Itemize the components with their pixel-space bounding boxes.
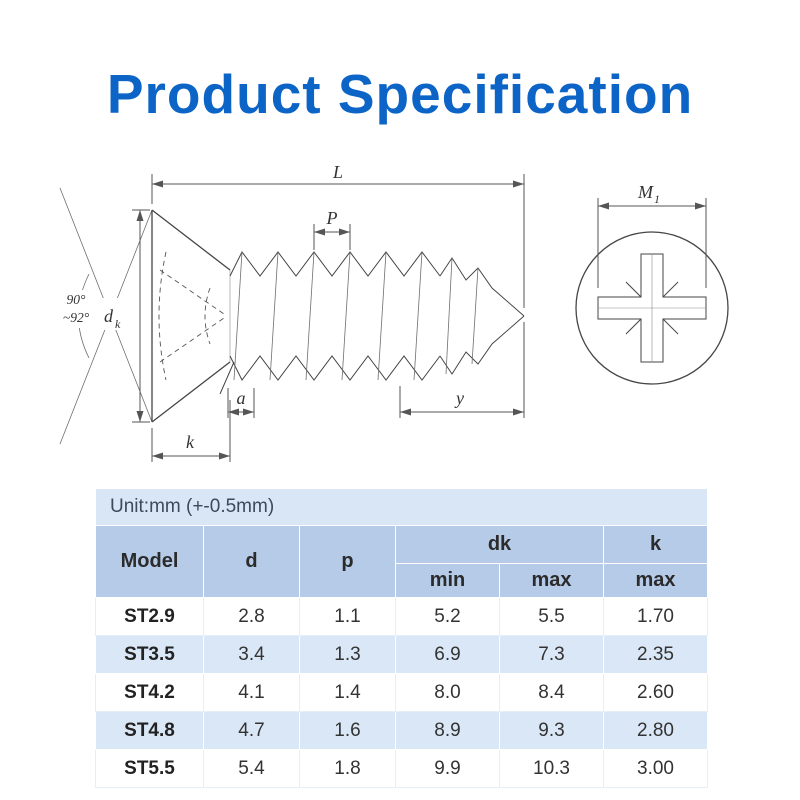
- cell-dk-max: 8.4: [499, 673, 604, 712]
- column-header-dk: dk: [395, 525, 604, 564]
- header-row-1: Model d p dk k: [95, 525, 708, 598]
- cell-d: 4.7: [203, 711, 300, 750]
- cell-dk-min: 5.2: [395, 597, 500, 636]
- column-header-model: Model: [95, 525, 204, 598]
- cell-d: 4.1: [203, 673, 300, 712]
- column-header-dk-min: min: [395, 563, 500, 598]
- screw-side-view: L P d k 90° ~92°: [56, 162, 525, 462]
- cell-p: 1.3: [299, 635, 396, 674]
- column-header-dk-max: max: [499, 563, 604, 598]
- column-header-k-max: max: [603, 563, 708, 598]
- cell-dk-min: 8.0: [395, 673, 500, 712]
- dimension-label-dk-base: d: [104, 306, 114, 326]
- header-row-2: min max max: [96, 563, 708, 598]
- page-title: Product Specification: [106, 63, 694, 125]
- cell-dk-max: 10.3: [499, 749, 604, 788]
- phillips-recess: [597, 253, 707, 363]
- dimension-label-dk-sub: k: [115, 317, 121, 331]
- cell-dk-max: 7.3: [499, 635, 604, 674]
- screw-head-outline: [151, 209, 231, 423]
- hidden-recess-lines: [158, 251, 225, 381]
- dimension-label-y: y: [454, 388, 464, 408]
- cell-k-max: 1.70: [603, 597, 708, 636]
- head-circle: [575, 231, 729, 385]
- cell-model: ST5.5: [95, 749, 204, 788]
- dimension-label-k: k: [186, 432, 195, 452]
- cell-k-max: 2.35: [603, 635, 708, 674]
- angle-label-92: ~92°: [63, 310, 90, 325]
- dimension-y: y: [399, 322, 525, 418]
- dimension-label-L: L: [332, 162, 343, 182]
- column-header-k: k: [603, 525, 708, 564]
- cell-p: 1.6: [299, 711, 396, 750]
- label-backing: [56, 290, 98, 328]
- countersink-angle-label: 90° ~92°: [56, 290, 98, 328]
- dimension-k: k: [151, 400, 231, 462]
- cell-dk-min: 9.9: [395, 749, 500, 788]
- cell-model: ST3.5: [95, 635, 204, 674]
- dimension-label-P: P: [326, 208, 338, 228]
- table-row-st3-5: ST3.5 3.4 1.3 6.9 7.3 2.35: [95, 635, 708, 674]
- cell-p: 1.8: [299, 749, 396, 788]
- cell-dk-min: 6.9: [395, 635, 500, 674]
- cell-model: ST4.2: [95, 673, 204, 712]
- column-header-p: p: [299, 525, 396, 598]
- label-backing: [96, 298, 134, 330]
- cell-dk-max: 9.3: [499, 711, 604, 750]
- dimension-label-a: a: [237, 388, 246, 408]
- cell-model: ST2.9: [95, 597, 204, 636]
- table-row-st4-2: ST4.2 4.1 1.4 8.0 8.4 2.60: [95, 673, 708, 712]
- unit-note: Unit:mm (+-0.5mm): [95, 488, 708, 526]
- cell-p: 1.4: [299, 673, 396, 712]
- thread-profile: [219, 251, 441, 395]
- cell-dk-min: 8.9: [395, 711, 500, 750]
- cell-k-max: 2.60: [603, 673, 708, 712]
- spec-table: Unit:mm (+-0.5mm) Model d p dk k min max…: [95, 488, 708, 788]
- dimension-dk: d k: [96, 209, 150, 423]
- cell-k-max: 2.80: [603, 711, 708, 750]
- cell-d: 2.8: [203, 597, 300, 636]
- table-row-st4-8: ST4.8 4.7 1.6 8.9 9.3 2.80: [95, 711, 708, 750]
- screw-head-view: M 1: [575, 182, 729, 385]
- screw-point: [439, 257, 525, 375]
- dimension-label-M1-base: M: [637, 182, 654, 202]
- cell-d: 5.4: [203, 749, 300, 788]
- dimension-L: L: [151, 162, 525, 308]
- dimension-a: a: [227, 388, 255, 418]
- cell-model: ST4.8: [95, 711, 204, 750]
- cell-d: 3.4: [203, 635, 300, 674]
- dimension-M1: M 1: [597, 182, 707, 288]
- screw-technical-drawing: L P d k 90° ~92°: [56, 162, 729, 462]
- table-row-st5-5: ST5.5 5.4 1.8 9.9 10.3 3.00: [95, 749, 708, 788]
- column-header-d: d: [203, 525, 300, 598]
- dimension-P: P: [313, 208, 351, 250]
- cell-p: 1.1: [299, 597, 396, 636]
- table-row-st2-9: ST2.9 2.8 1.1 5.2 5.5 1.70: [95, 597, 708, 636]
- cell-dk-max: 5.5: [499, 597, 604, 636]
- cell-k-max: 3.00: [603, 749, 708, 788]
- angle-label-90: 90°: [67, 292, 87, 307]
- unit-note-row: Unit:mm (+-0.5mm): [95, 488, 708, 526]
- dimension-label-M1-sub: 1: [654, 192, 660, 206]
